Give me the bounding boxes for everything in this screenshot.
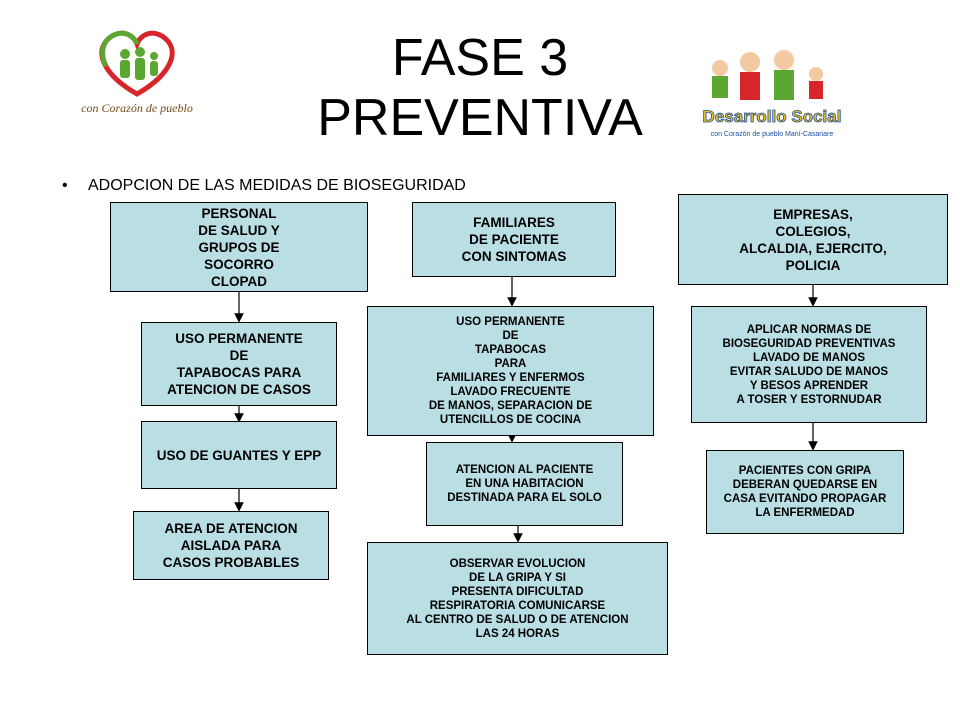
logo-con-corazon-de-pueblo: con Corazón de pueblo <box>62 24 212 124</box>
box-uso-tapabocas-atencion-text: USO PERMANENTE DE TAPABOCAS PARA ATENCIO… <box>167 331 311 397</box>
box-atencion-habitacion: ATENCION AL PACIENTE EN UNA HABITACION D… <box>426 442 623 526</box>
box-pacientes-con-gripa: PACIENTES CON GRIPA DEBERAN QUEDARSE EN … <box>706 450 904 534</box>
box-familiares-paciente: FAMILIARES DE PACIENTE CON SINTOMAS <box>412 202 616 277</box>
box-uso-guantes-epp-text: USO DE GUANTES Y EPP <box>156 447 322 463</box>
logo-right-title: Desarrollo Social <box>703 107 842 126</box>
box-personal-de-salud-text: PERSONAL DE SALUD Y GRUPOS DE SOCORRO CL… <box>198 205 280 289</box>
box-uso-tapabocas-atencion: USO PERMANENTE DE TAPABOCAS PARA ATENCIO… <box>141 322 337 406</box>
children-logo-icon: Desarrollo Social con Corazón de pueblo … <box>702 50 842 138</box>
box-empresas-colegios: EMPRESAS, COLEGIOS, ALCALDIA, EJERCITO, … <box>678 194 948 285</box>
title-line-1: FASE 3 <box>391 29 569 87</box>
bullet-item: • ADOPCION DE LAS MEDIDAS DE BIOSEGURIDAD <box>62 177 466 195</box>
box-pacientes-con-gripa-text: PACIENTES CON GRIPA DEBERAN QUEDARSE EN … <box>723 465 887 519</box>
box-aplicar-normas: APLICAR NORMAS DE BIOSEGURIDAD PREVENTIV… <box>691 306 927 423</box>
heart-logo-icon: con Corazón de pueblo <box>81 30 193 115</box>
box-empresas-colegios-text: EMPRESAS, COLEGIOS, ALCALDIA, EJERCITO, … <box>739 206 887 273</box>
page-title: FASE 3 PREVENTIVA <box>240 28 720 148</box>
logo-desarrollo-social: Desarrollo Social con Corazón de pueblo … <box>698 40 846 152</box>
box-uso-tapabocas-familiares-text: USO PERMANENTE DE TAPABOCAS PARA FAMILIA… <box>428 316 593 426</box>
box-area-atencion-aislada-text: AREA DE ATENCION AISLADA PARA CASOS PROB… <box>162 521 300 570</box>
bullet-dot: • <box>62 177 68 194</box>
box-uso-tapabocas-familiares: USO PERMANENTE DE TAPABOCAS PARA FAMILIA… <box>367 306 654 436</box>
box-personal-de-salud: PERSONAL DE SALUD Y GRUPOS DE SOCORRO CL… <box>110 202 368 292</box>
title-line-2: PREVENTIVA <box>317 89 643 147</box>
bullet-text: ADOPCION DE LAS MEDIDAS DE BIOSEGURIDAD <box>88 177 466 194</box>
box-observar-evolucion-text: OBSERVAR EVOLUCION DE LA GRIPA Y SI PRES… <box>406 557 629 640</box>
box-uso-guantes-epp: USO DE GUANTES Y EPP <box>141 421 337 489</box>
box-observar-evolucion: OBSERVAR EVOLUCION DE LA GRIPA Y SI PRES… <box>367 542 668 655</box>
box-area-atencion-aislada: AREA DE ATENCION AISLADA PARA CASOS PROB… <box>133 511 329 580</box>
box-atencion-habitacion-text: ATENCION AL PACIENTE EN UNA HABITACION D… <box>447 464 602 504</box>
logo-left-label: con Corazón de pueblo <box>81 101 193 115</box>
box-familiares-paciente-text: FAMILIARES DE PACIENTE CON SINTOMAS <box>461 215 567 264</box>
box-aplicar-normas-text: APLICAR NORMAS DE BIOSEGURIDAD PREVENTIV… <box>722 323 896 406</box>
logo-right-subtitle: con Corazón de pueblo Maní-Casanare <box>711 131 834 138</box>
